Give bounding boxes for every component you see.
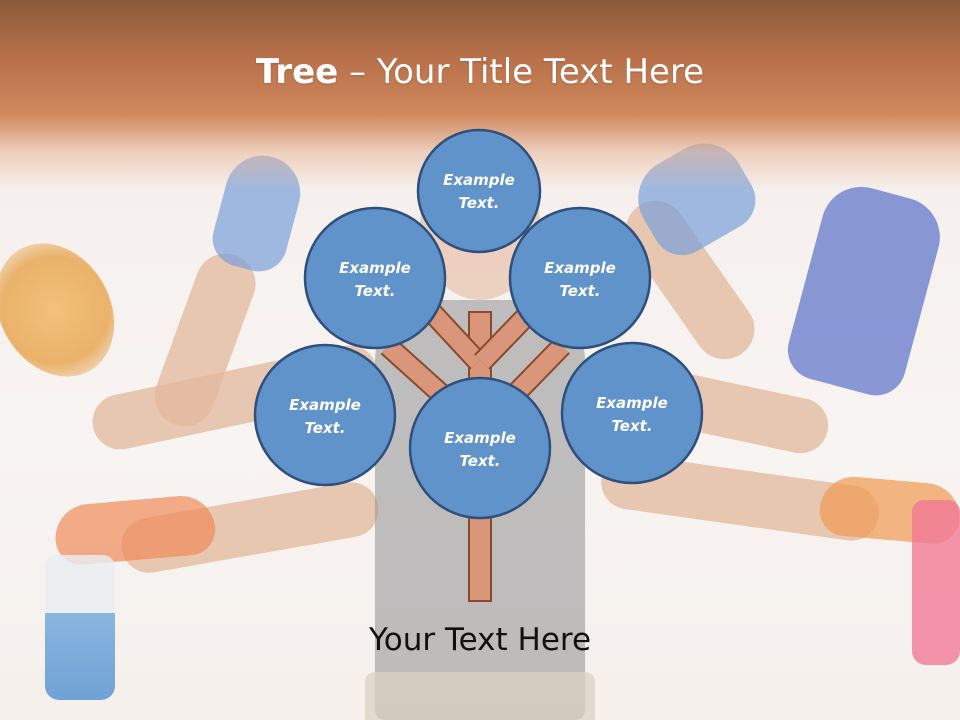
tree-node-circle <box>408 376 552 520</box>
node-label-line1: Example <box>443 171 515 189</box>
tree-node-lower-left: Example Text. <box>253 343 397 487</box>
node-label-line1: Example <box>444 429 516 447</box>
title-strong: Tree <box>255 52 339 92</box>
node-label-line2: Text. <box>354 282 395 300</box>
tree-node-circle <box>508 206 652 350</box>
spray-bottle-blue <box>45 555 115 700</box>
node-label-line2: Text. <box>458 194 499 212</box>
tree-nodes: Example Text. Example Text. Example Text… <box>253 128 704 520</box>
tree-node-circle <box>416 128 542 254</box>
tree-node-circle <box>253 343 397 487</box>
tree-node-lower-right: Example Text. <box>560 341 704 485</box>
page-title: Tree – Your Title Text Here <box>0 52 960 92</box>
node-label-line1: Example <box>289 396 361 414</box>
title-rest: – Your Title Text Here <box>338 52 705 92</box>
woman-jeans <box>365 672 595 720</box>
spray-bottle-pink <box>912 500 960 665</box>
caption-text: Your Text Here <box>368 622 592 658</box>
node-label-line2: Text. <box>304 419 345 437</box>
node-label-line2: Text. <box>459 452 500 470</box>
node-label-line1: Example <box>596 394 668 412</box>
tree-node-center: Example Text. <box>408 376 552 520</box>
tree-node-upper-right: Example Text. <box>508 206 652 350</box>
tree-node-top: Example Text. <box>416 128 542 254</box>
tree-node-circle <box>560 341 704 485</box>
node-label-line2: Text. <box>559 282 600 300</box>
tree-node-circle <box>303 206 447 350</box>
node-label-line1: Example <box>544 259 616 277</box>
tree-node-upper-left: Example Text. <box>303 206 447 350</box>
node-label-line1: Example <box>339 259 411 277</box>
node-label-line2: Text. <box>611 417 652 435</box>
